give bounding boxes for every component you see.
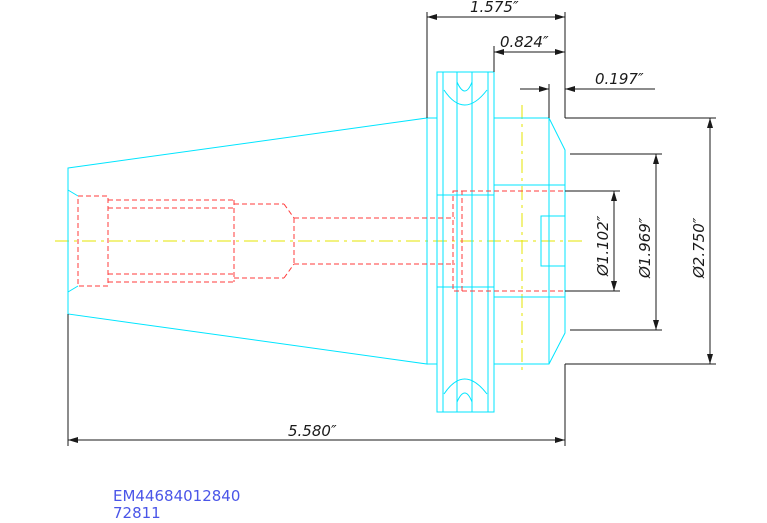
drive-key — [540, 215, 566, 267]
dim-label-5580: 5.580″ — [288, 422, 337, 440]
dimension-arrows — [68, 14, 713, 443]
dim-label-bore-dia: Ø1.102″ — [594, 215, 612, 277]
dim-label-1575: 1.575″ — [470, 0, 519, 16]
centerline — [55, 105, 585, 375]
dim-label-0824: 0.824″ — [500, 33, 549, 51]
flange — [436, 71, 495, 413]
dim-label-flange-dia: Ø2.750″ — [690, 217, 708, 279]
dimension-lines — [67, 12, 716, 446]
item-number: 72811 — [113, 504, 161, 522]
part-number: EM44684012840 — [113, 487, 241, 505]
hidden-bore — [77, 190, 565, 292]
holder-outline — [67, 71, 566, 413]
dim-label-body-dia: Ø1.969″ — [636, 217, 654, 279]
dim-label-0197: 0.197″ — [595, 70, 644, 88]
